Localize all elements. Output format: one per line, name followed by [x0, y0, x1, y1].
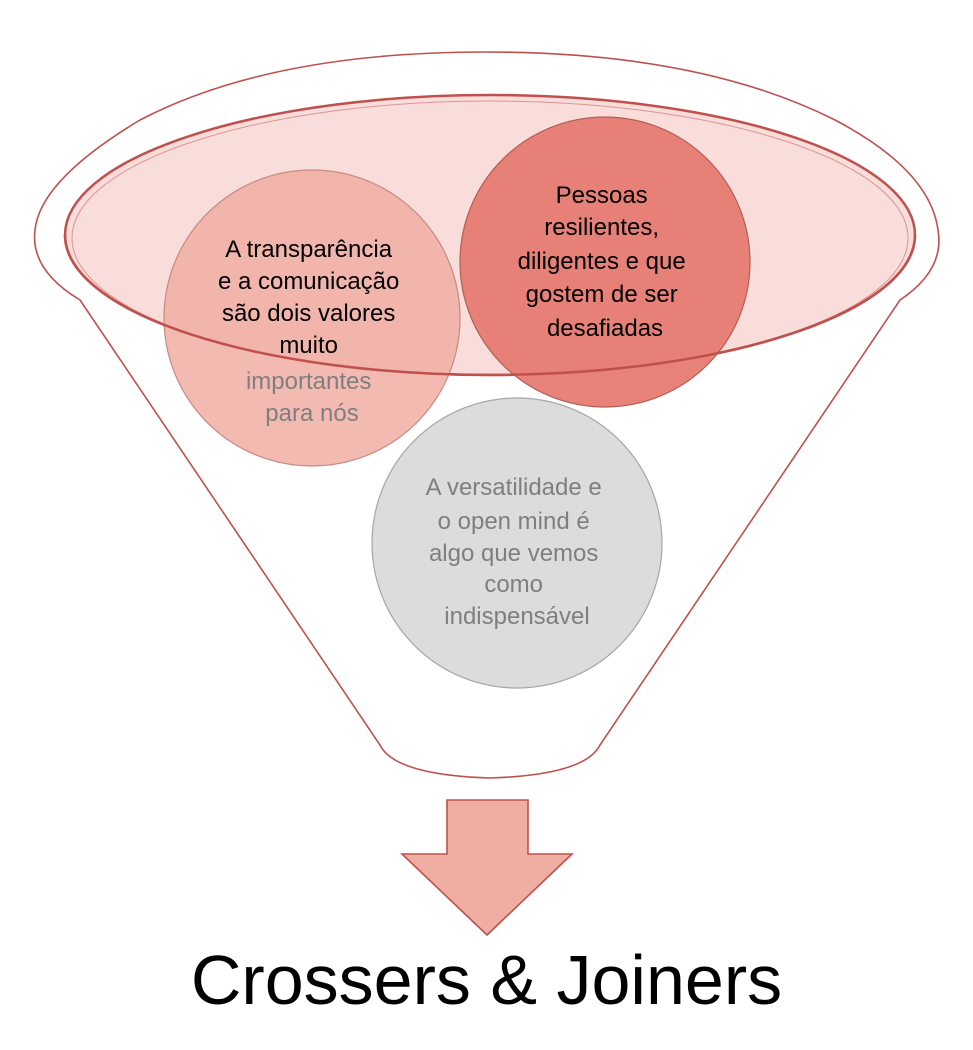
bubble-right-line: diligentes e que — [518, 248, 686, 275]
bubble-right-line: gostem de ser — [526, 281, 678, 308]
bubble-bottom-line: indispensável — [444, 603, 589, 630]
bubble-right-text: Pessoas resilientes, diligentes e que go… — [518, 182, 693, 342]
bubble-bottom — [371, 397, 663, 689]
bubble-right — [459, 116, 751, 408]
bubble-right-line: resilientes, — [544, 214, 659, 241]
bubble-bottom-line: algo que vemos — [429, 540, 598, 567]
bubble-bottom-line: como — [484, 571, 543, 598]
bubble-right-line: desafiadas — [547, 315, 663, 342]
bubble-bottom-text: A versatilidade e o open mind é algo que… — [426, 474, 609, 630]
result-label: Crossers & Joiners — [190, 941, 783, 1019]
rim-front-edge — [63, 234, 917, 377]
bubble-left-line: para nós — [265, 400, 358, 427]
bubble-bottom-line: o open mind é — [438, 508, 590, 535]
bubble-left-line: A transparência — [225, 236, 392, 263]
bubble-left-text: A transparência e a comunicação são dois… — [218, 236, 406, 427]
bubble-left-line: e a comunicação — [218, 268, 399, 295]
bubble-right-line: Pessoas — [556, 182, 648, 209]
down-arrow-icon — [400, 799, 574, 937]
bubble-left-line: importantes — [246, 368, 371, 395]
bubble-bottom-line: A versatilidade e — [426, 474, 602, 501]
bubble-left — [163, 169, 461, 467]
bubble-left-line: são dois valores — [222, 300, 395, 327]
funnel-outline — [33, 51, 940, 779]
bubble-left-line: muito — [279, 332, 338, 359]
